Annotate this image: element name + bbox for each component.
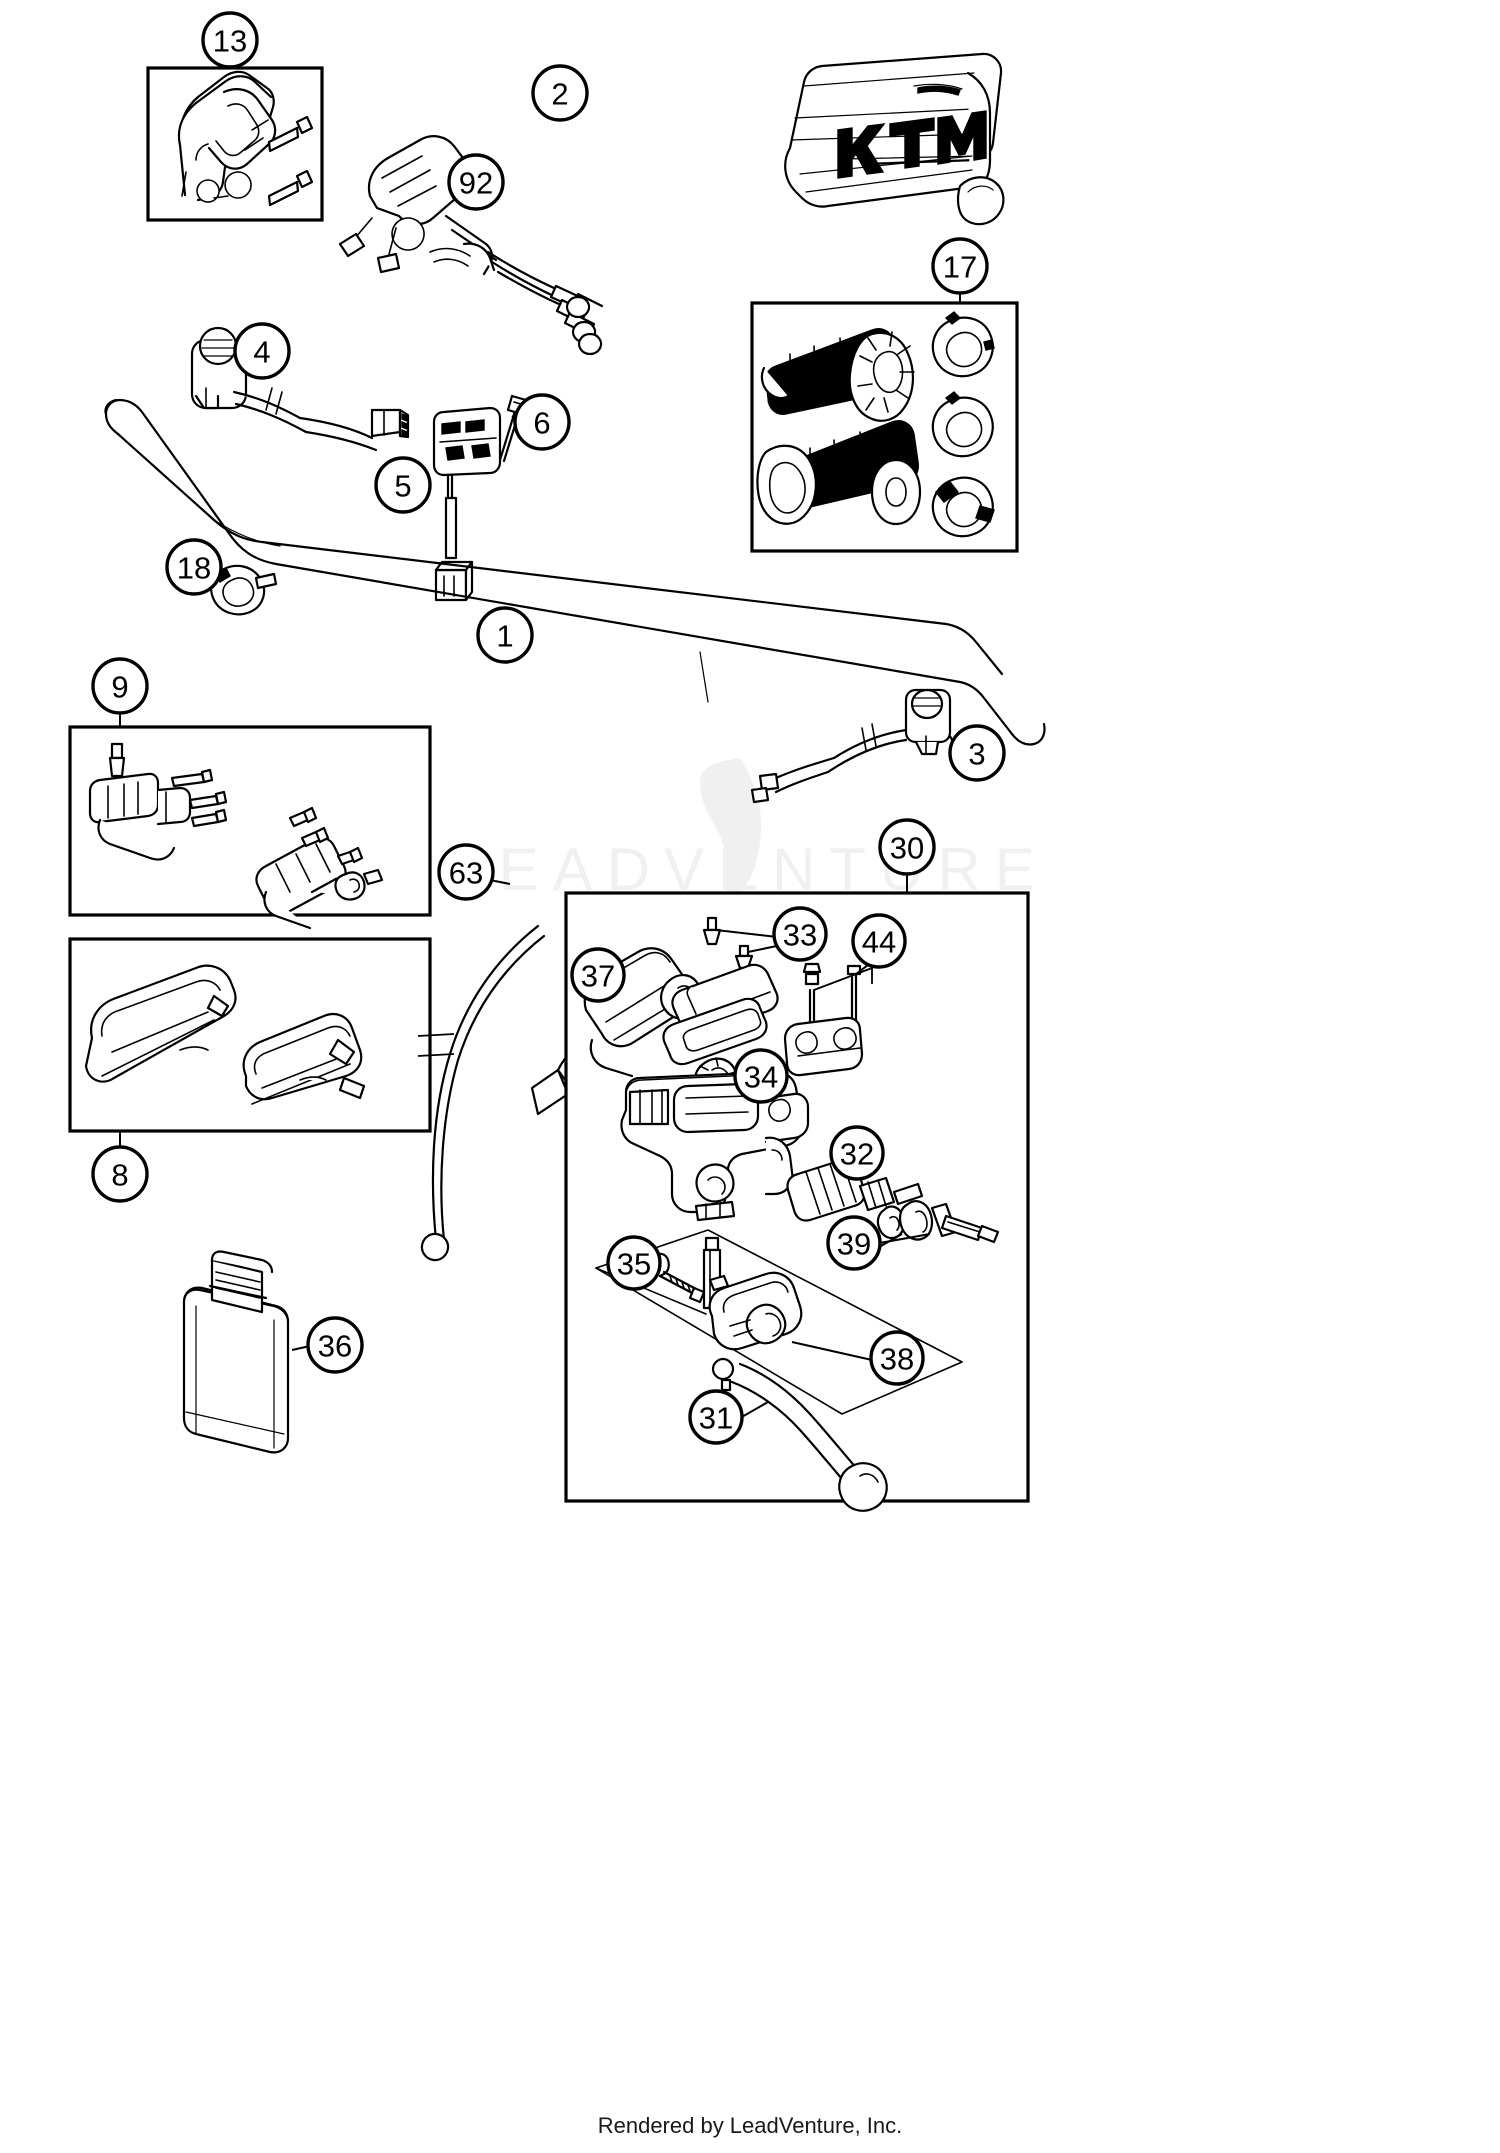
- hand-brake-lever-part-31: [730, 1362, 888, 1512]
- callout-label: 13: [213, 24, 247, 59]
- callout-92[interactable]: 92: [447, 153, 505, 211]
- switch-unit-part-4: [190, 326, 410, 452]
- callout-17[interactable]: 17: [931, 237, 989, 295]
- callout-32[interactable]: 32: [829, 1125, 885, 1181]
- callout-9[interactable]: 9: [91, 657, 149, 715]
- handlebar-part-1: [104, 398, 1046, 746]
- callout-label: 33: [783, 918, 817, 953]
- clamp-part-13: [177, 70, 277, 203]
- callout-label: 17: [943, 250, 977, 285]
- callout-1[interactable]: 1: [476, 606, 534, 664]
- callout-63[interactable]: 63: [437, 843, 495, 901]
- handguard-left-part-8: [84, 964, 237, 1083]
- callout-label: 92: [459, 166, 493, 201]
- callout-35[interactable]: 35: [606, 1235, 662, 1291]
- bolt-upper-13: [267, 115, 314, 153]
- callout-8[interactable]: 8: [91, 1145, 149, 1203]
- grip-lower-part-17: [756, 420, 922, 526]
- callout-36[interactable]: 36: [306, 1316, 364, 1374]
- reservoir-cover-part-33: [662, 916, 779, 1066]
- group-box-13: [146, 66, 324, 222]
- callout-label: 38: [880, 1342, 914, 1377]
- brake-lever-bracket-part-38b: [708, 1271, 803, 1392]
- callout-label: 8: [111, 1158, 128, 1193]
- brake-fluid-container-part-36: [182, 1250, 290, 1454]
- callout-5[interactable]: 5: [374, 456, 432, 514]
- callout-6[interactable]: 6: [513, 393, 571, 451]
- group-box-17: [750, 301, 1019, 553]
- callout-label: 30: [890, 831, 924, 866]
- callout-34[interactable]: 34: [733, 1048, 789, 1104]
- callout-label: 39: [837, 1227, 871, 1262]
- callout-label: 3: [968, 737, 985, 772]
- callout-39[interactable]: 39: [826, 1215, 882, 1271]
- master-cylinder-body: [620, 1070, 810, 1222]
- callout-38[interactable]: 38: [869, 1330, 925, 1386]
- callout-2[interactable]: 2: [531, 64, 589, 122]
- callout-label: 36: [318, 1329, 352, 1364]
- callout-label: 18: [177, 551, 211, 586]
- callout-label: 32: [840, 1137, 874, 1172]
- callout-30[interactable]: 30: [878, 818, 936, 876]
- callout-label: 63: [449, 856, 483, 891]
- switch-unit-part-3: [750, 688, 952, 804]
- group-box-9: [68, 725, 432, 930]
- ktm-logo-on-pad: [837, 110, 987, 179]
- bolt-lower-13: [267, 169, 314, 207]
- circlip-washer-set-part-39: [876, 1200, 1000, 1244]
- callout-label: 1: [496, 619, 513, 654]
- callout-33[interactable]: 33: [772, 906, 828, 962]
- callout-label: 6: [533, 406, 550, 441]
- grip-rings-part-17: [931, 311, 995, 538]
- callout-label: 5: [394, 469, 411, 504]
- callout-label: 31: [699, 1401, 733, 1436]
- handlebar-pad-part-2: [784, 52, 1005, 226]
- callout-label: 44: [862, 925, 896, 960]
- callout-4[interactable]: 4: [233, 322, 291, 380]
- callout-3[interactable]: 3: [948, 724, 1006, 782]
- callout-31[interactable]: 31: [688, 1389, 744, 1445]
- footer-credit: Rendered by LeadVenture, Inc.: [597, 2113, 903, 2138]
- callout-label: 34: [744, 1060, 778, 1095]
- callout-label: 2: [551, 77, 568, 112]
- callout-13[interactable]: 13: [201, 11, 259, 69]
- callout-label: 9: [111, 670, 128, 705]
- cable-tie-part-18: [210, 564, 278, 616]
- group-box-8: [68, 937, 432, 1133]
- lever-assembly-plate: [595, 1229, 963, 1512]
- grip-upper-part-17: [760, 328, 915, 422]
- callout-44[interactable]: 44: [851, 913, 907, 969]
- callout-markers: 13 2 92 17 4 6 5 18 1 3 9 63 30 33 44 37…: [91, 11, 1006, 1445]
- callout-label: 4: [253, 335, 270, 370]
- callout-label: 35: [617, 1247, 651, 1282]
- throttle-assembly-part-92: [338, 135, 604, 356]
- callout-18[interactable]: 18: [165, 538, 223, 596]
- handguard-right-part-8: [242, 1012, 366, 1105]
- clamp-bolt-part-44: [783, 962, 864, 1077]
- callout-37[interactable]: 37: [570, 947, 626, 1003]
- group-box-30: [564, 891, 1030, 1512]
- switch-unit-part-5: [432, 406, 502, 602]
- callout-label: 37: [581, 959, 615, 994]
